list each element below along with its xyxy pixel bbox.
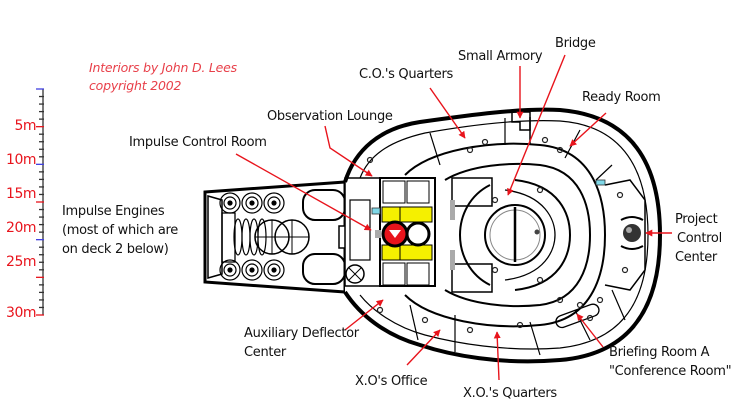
engine-ring	[227, 200, 233, 206]
saucer-hull	[343, 107, 663, 364]
engine-ring	[267, 263, 281, 277]
label-small-armory: Small Armory	[458, 49, 543, 64]
fixture	[366, 156, 374, 164]
fixture	[491, 196, 499, 204]
arrow-xo-quarters	[493, 331, 501, 381]
engine-ring	[223, 263, 237, 277]
engine-rings	[219, 192, 285, 281]
fixture	[556, 146, 564, 154]
scale-label-25m: 25m	[6, 254, 36, 270]
engine-ring	[249, 200, 255, 206]
label-impulse-engines: Impulse Engines (most of which are on de…	[62, 204, 178, 257]
arrow-observation-lounge	[324, 125, 373, 177]
label-ready-room: Ready Room	[582, 90, 661, 105]
scale-ticks	[36, 88, 44, 316]
fixture	[466, 326, 474, 334]
engine-ring	[245, 196, 259, 210]
engine-ring	[271, 200, 277, 206]
fixture	[536, 276, 544, 284]
fixture	[421, 316, 429, 324]
engine-ring	[241, 192, 263, 214]
arrow-bridge	[507, 54, 566, 196]
room-fixtures	[366, 136, 629, 334]
label-xo-quarters: X.O.'s Quarters	[463, 386, 557, 401]
engine-ring	[219, 192, 241, 214]
corridor-ring-outer	[404, 142, 607, 328]
aux-deflector-hatch	[345, 264, 365, 284]
scale-label-10m: 10m	[6, 152, 36, 168]
fixture	[576, 301, 584, 309]
fixture	[541, 136, 549, 144]
fixture	[621, 266, 629, 274]
engine-ring	[271, 267, 277, 273]
scale-label-15m: 15m	[6, 186, 36, 202]
arrow-ready-room	[569, 112, 607, 147]
scale-label-20m: 20m	[6, 220, 36, 236]
label-bridge: Bridge	[555, 36, 596, 51]
engine-ring	[223, 196, 237, 210]
label-xo-office: X.O's Office	[355, 374, 428, 389]
bridge-core	[484, 204, 546, 266]
arrow-aux-deflector	[344, 299, 384, 331]
warp-core-white	[405, 221, 431, 247]
fixture	[586, 314, 594, 322]
fixture	[491, 266, 499, 274]
label-impulse-control-room: Impulse Control Room	[129, 135, 267, 150]
engine-ring	[267, 196, 281, 210]
engine-ring	[263, 259, 285, 281]
corridor-ring-inner	[444, 162, 592, 308]
fixture	[481, 138, 489, 146]
engine-ring	[249, 267, 255, 273]
label-auxiliary-deflector-center: Auxiliary Deflector Center	[244, 326, 359, 360]
label-observation-lounge: Observation Lounge	[267, 109, 393, 124]
arrow-impulse-control-room	[235, 153, 372, 231]
warp-core	[371, 177, 436, 287]
engine-ring	[245, 263, 259, 277]
label-briefing-room: Briefing Room A "Conference Room"	[609, 345, 732, 379]
engine-ring	[219, 259, 241, 281]
bridge-arc-left	[458, 184, 491, 286]
engine-ring	[241, 259, 263, 281]
bridge-arc-outer	[514, 179, 572, 291]
credit-author: Interiors by John D. Lees	[89, 60, 237, 75]
scale-label-5m: 5m	[14, 118, 36, 134]
fixture	[466, 146, 474, 154]
fixture	[516, 321, 524, 329]
arrow-co-quarters	[429, 87, 466, 139]
fixture	[616, 191, 624, 199]
engine-ring	[263, 192, 285, 214]
outer-hull	[343, 107, 663, 364]
label-project-control-center: Project Control Center	[675, 212, 722, 265]
engine-ring	[227, 267, 233, 273]
arrow-briefing-room	[576, 313, 604, 348]
conference-table	[555, 303, 600, 329]
fixture	[556, 296, 564, 304]
credit-copyright: copyright 2002	[89, 78, 182, 93]
arrow-xo-office	[406, 329, 441, 366]
fixture	[376, 306, 384, 314]
armory-room	[511, 111, 531, 131]
holo-emitter	[623, 224, 641, 242]
label-co-quarters: C.O.'s Quarters	[359, 67, 454, 82]
scale-label-30m: 30m	[6, 305, 36, 321]
bridge-arc-inner	[504, 189, 556, 281]
fixture	[596, 296, 604, 304]
impulse-engine-section	[203, 180, 350, 294]
fixture	[536, 186, 544, 194]
scale-bar	[36, 88, 44, 316]
project-control-room	[604, 179, 646, 291]
